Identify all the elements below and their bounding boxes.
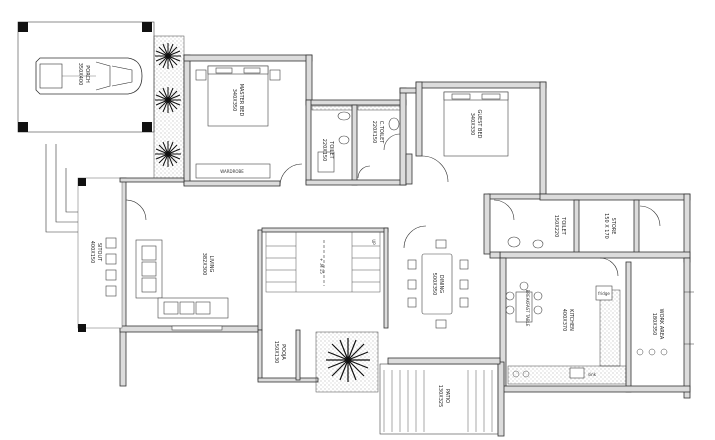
store-size: 150 X 170: [603, 213, 609, 239]
wc-icon: [507, 236, 521, 248]
kitchen-room: fridge sink BREAKFAST TABLE KITCHEN 400X…: [499, 257, 694, 399]
sitout-area: SITOUT 400X150: [45, 144, 123, 332]
work-area-size: 180X350: [651, 313, 657, 336]
wardrobe-label: WARDROBE: [220, 169, 244, 174]
pooja-size: 150X130: [273, 341, 279, 364]
porch-size: 350X400: [77, 63, 83, 86]
store-name: STORE: [610, 218, 616, 235]
stair-level-label: + .M 15: [319, 258, 324, 274]
stair-up-label: UP: [371, 239, 376, 245]
kitchen-name: KITCHEN: [568, 309, 574, 331]
master-bed: [207, 65, 269, 127]
dining-name: DINING: [438, 275, 444, 293]
tv-unit: [171, 325, 223, 331]
outer-walls: [119, 153, 501, 365]
wardrobe: [195, 163, 271, 179]
patio-size: 130X325: [437, 385, 443, 408]
living-room: LIVING 382X300: [119, 177, 263, 387]
porch-column: [142, 122, 152, 132]
porch-name: PORCH: [84, 65, 90, 83]
plant-icon: [326, 338, 370, 382]
breakfast-label: BREAKFAST TABLE: [525, 290, 530, 327]
living-size: 382X300: [201, 253, 207, 276]
washbasin-icon: [532, 239, 544, 249]
dining-room: DINING 500X350: [403, 225, 501, 329]
stove-icon: [512, 370, 530, 378]
pooja-name: POOJA: [280, 344, 286, 360]
sitout-name: SITOUT: [96, 243, 102, 262]
service-block: TOILET 150X220 STORE 150 X 170: [499, 193, 691, 277]
master-bed-size: 340X350: [231, 89, 237, 112]
patio-area: PATIO 130X325: [379, 361, 505, 437]
car-icon: [35, 57, 143, 95]
dining-table: [421, 253, 453, 315]
wc-icon: [337, 111, 351, 121]
sitout-column: [78, 178, 86, 186]
toilet-2-name: TOILET: [560, 216, 566, 235]
porch-column: [18, 122, 28, 132]
toilet-1-size: 220X150: [321, 139, 327, 162]
patio-name: PATIO: [444, 389, 450, 403]
plant-icon: [155, 141, 181, 167]
work-area-name: WORK AREA: [658, 309, 664, 340]
fridge-label: fridge: [598, 291, 610, 296]
dining-size: 500X350: [431, 273, 437, 296]
toilet-2-size: 150X220: [553, 215, 559, 238]
wc-icon: [388, 117, 400, 131]
plant-icon: [155, 43, 181, 69]
garden-strip: [153, 35, 185, 181]
c-toilet-size: 220X150: [371, 121, 377, 144]
kitchen-counter: [507, 365, 627, 385]
washbasin-icon: [338, 135, 350, 145]
guest-bed-size: 340X330: [469, 113, 475, 136]
work-area-burners: [636, 348, 668, 356]
porch-area: PORCH 350X400: [17, 21, 155, 133]
sitout-column: [78, 324, 86, 332]
fridge: [595, 285, 613, 301]
porch-column: [142, 22, 152, 32]
master-bed-room: MASTER BED 340X350 WARDROBE: [183, 54, 313, 187]
plant-icon: [155, 87, 181, 113]
c-toilet-name: C.TOILET: [378, 121, 384, 144]
pooja-room: POOJA 150X130: [257, 329, 379, 393]
guest-bed-name: GUEST BED: [476, 110, 482, 139]
sitout-size: 400X150: [89, 241, 95, 264]
guest-bed: [443, 91, 509, 157]
kitchen-size: 400X370: [561, 309, 567, 332]
living-name: LIVING: [208, 256, 214, 273]
guest-bed-room: GUEST BED 340X330: [415, 81, 547, 221]
toilets-block: TOILET 220X150 C.TOILET 220X150: [305, 87, 421, 186]
sink-icon: [569, 367, 585, 379]
staircase: UP + .M 15: [261, 227, 389, 329]
master-bed-name: MASTER BED: [238, 84, 244, 117]
breakfast-table: [515, 291, 533, 323]
toilet-1-name: TOILET: [328, 140, 334, 159]
sink-label: sink: [588, 372, 597, 377]
porch-column: [18, 22, 28, 32]
